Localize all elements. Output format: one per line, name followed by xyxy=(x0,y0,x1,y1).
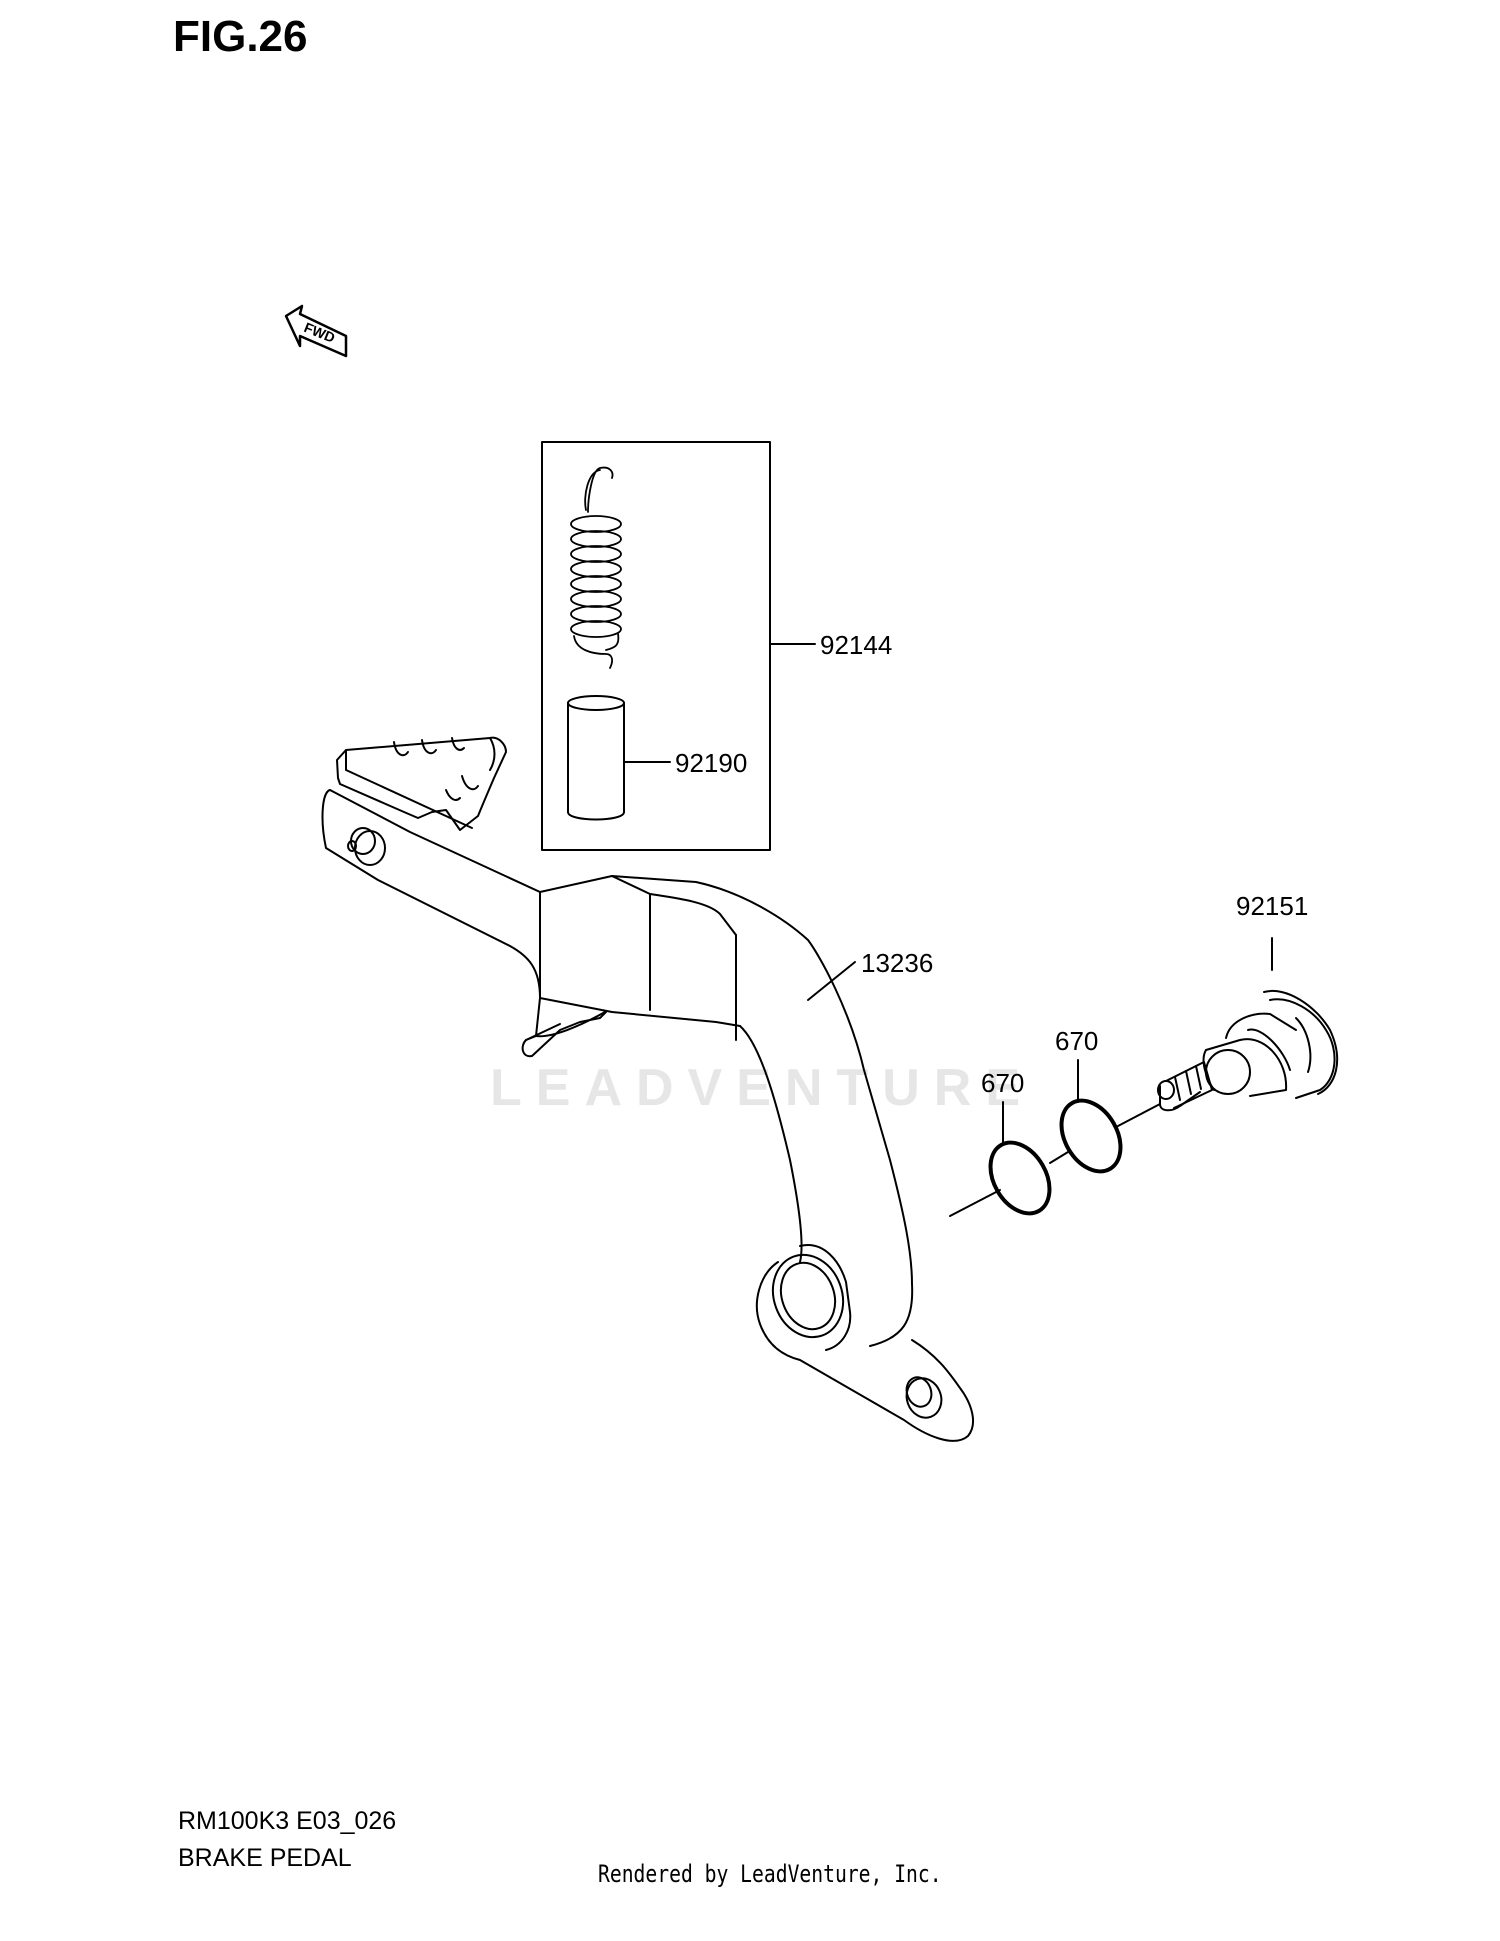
diagram-name: BRAKE PEDAL xyxy=(178,1844,352,1872)
pivot-bolt-icon xyxy=(1157,989,1339,1112)
brake-pedal-icon xyxy=(321,736,975,1442)
figure-title: FIG.26 xyxy=(173,12,308,61)
oring-outer-icon xyxy=(988,1140,1052,1216)
assembly-axis-mid xyxy=(1049,1151,1069,1164)
callout-670-outer: 670 xyxy=(1055,1026,1099,1056)
callout-92151: 92151 xyxy=(1236,891,1309,921)
callout-92144: 92144 xyxy=(820,630,893,660)
assembly-axis-end xyxy=(1117,1103,1161,1127)
diagram-code: RM100K3 E03_026 xyxy=(178,1807,397,1835)
rendered-by-credit: Rendered by LeadVenture, Inc. xyxy=(598,1860,942,1888)
spring-icon xyxy=(570,466,622,669)
collar-icon xyxy=(567,695,625,821)
callout-670-inner: 670 xyxy=(981,1068,1025,1098)
oring-inner-icon xyxy=(1059,1098,1123,1174)
fwd-arrow-icon: FWD xyxy=(284,304,348,358)
assembly-axis xyxy=(949,1189,1001,1217)
spring-kit-box xyxy=(541,441,771,851)
callout-13236: 13236 xyxy=(861,948,934,978)
callout-92190: 92190 xyxy=(675,748,748,778)
watermark-text: LEADVENTURE xyxy=(490,1059,1035,1117)
